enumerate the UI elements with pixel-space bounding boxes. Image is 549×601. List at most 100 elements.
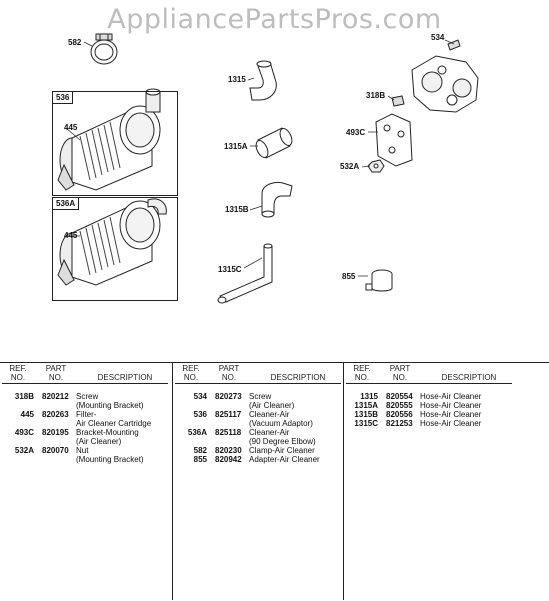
hose-1315B-drawing (261, 181, 293, 218)
header-part: PART (389, 364, 411, 373)
header-ref: REF. (182, 364, 200, 373)
callout-536: 536 (52, 91, 74, 104)
callout-534: 534 (431, 33, 445, 42)
part-number: 820273 (215, 392, 242, 401)
ref-number: 534 (193, 392, 207, 401)
header-part: PART (218, 364, 240, 373)
callout-318B: 318B (366, 91, 386, 100)
header-description: DESCRIPTION (97, 373, 153, 382)
header-ref: REF. (353, 364, 371, 373)
bracket-493C-drawing (375, 113, 413, 167)
ref-number: 855 (193, 455, 207, 464)
ref-number: 1315B (354, 410, 378, 419)
header-ref: REF. (9, 364, 27, 373)
part-number: 820230 (215, 446, 242, 455)
header-rule (2, 383, 168, 384)
callout-536A: 536A (52, 197, 80, 210)
table-row: 445 820263 Filter-Air Cleaner Cartridge (0, 410, 170, 428)
part-description: Hose-Air Cleaner (420, 419, 482, 428)
table-column-divider (343, 362, 344, 600)
carburetor-drawing (411, 39, 479, 113)
table-column-divider (172, 362, 173, 600)
air-cleaner-536A-drawing (57, 198, 167, 286)
header-rule (175, 383, 341, 384)
part-description-detail: (Vacuum Adaptor) (249, 419, 313, 428)
part-description-detail: (90 Degree Elbow) (249, 437, 316, 446)
callout-445-lower: 445 (64, 231, 78, 240)
part-description-detail: (Air Cleaner) (249, 401, 295, 410)
part-description-detail: Air Cleaner Cartridge (76, 419, 152, 428)
callout-855: 855 (342, 272, 356, 281)
ref-number: 1315A (354, 401, 378, 410)
table-row: 318B 820212 Screw(Mounting Bracket) (0, 392, 170, 410)
hose-1315-drawing (249, 61, 277, 101)
table-row: 1315 820554 Hose-Air Cleaner (344, 392, 514, 401)
ref-number: 1315C (354, 419, 378, 428)
nut-532A-drawing (367, 159, 385, 173)
part-description: Cleaner-Air (249, 428, 290, 437)
part-number: 820554 (386, 392, 413, 401)
ref-number: 318B (14, 392, 34, 401)
header-part: PART (45, 364, 67, 373)
part-number: 821253 (386, 419, 413, 428)
table-row: 536A 825118 Cleaner-Air(90 Degree Elbow) (173, 428, 343, 446)
header-rule (346, 383, 512, 384)
part-description: Screw (76, 392, 99, 401)
part-description: Adapter-Air Cleaner (249, 455, 320, 464)
assembly-box-536A (52, 197, 178, 301)
ref-number: 1315 (360, 392, 378, 401)
ref-number: 532A (14, 446, 34, 455)
part-description: Bracket-Mounting (76, 428, 139, 437)
header-part: NO. (48, 373, 64, 382)
part-description-detail: (Air Cleaner) (76, 437, 122, 446)
header-description: DESCRIPTION (270, 373, 326, 382)
callout-445-upper: 445 (64, 123, 78, 132)
header-ref: NO. (354, 373, 370, 382)
callout-493C: 493C (346, 128, 366, 137)
part-number: 820556 (386, 410, 413, 419)
parts-diagram (57, 33, 479, 304)
parts-table (0, 362, 549, 601)
part-number: 820555 (386, 401, 413, 410)
part-description: Hose-Air Cleaner (420, 401, 482, 410)
callout-1315: 1315 (228, 75, 246, 84)
part-number: 820263 (42, 410, 69, 419)
header-part: NO. (392, 373, 408, 382)
callout-1315B: 1315B (225, 205, 249, 214)
ref-number: 536 (193, 410, 207, 419)
hose-1315C-drawing (217, 243, 273, 304)
header-description: DESCRIPTION (441, 373, 497, 382)
part-description-detail: (Mounting Bracket) (76, 401, 144, 410)
callout-532A: 532A (340, 162, 360, 171)
table-row: 1315B 820556 Hose-Air Cleaner (344, 410, 514, 419)
part-number: 825118 (215, 428, 242, 437)
table-row: 1315A 820555 Hose-Air Cleaner (344, 401, 514, 410)
part-number: 825117 (215, 410, 242, 419)
ref-number: 445 (20, 410, 34, 419)
watermark: AppliancePartsPros.com (107, 4, 442, 35)
part-description: Hose-Air Cleaner (420, 410, 482, 419)
table-row: 1315C 821253 Hose-Air Cleaner (344, 419, 514, 428)
screw-318B-drawing (391, 95, 405, 107)
part-description: Cleaner-Air (249, 410, 290, 419)
ref-number: 536A (187, 428, 207, 437)
clamp-582-drawing (90, 33, 118, 65)
header-part: NO. (221, 373, 237, 382)
part-number: 820212 (42, 392, 69, 401)
header-ref: NO. (10, 373, 26, 382)
part-number: 820942 (215, 455, 242, 464)
part-description: Filter- (76, 410, 97, 419)
air-cleaner-536-drawing (57, 88, 161, 191)
table-row: 855 820942 Adapter-Air Cleaner (173, 455, 343, 464)
part-description: Hose-Air Cleaner (420, 392, 482, 401)
ref-number: 582 (193, 446, 207, 455)
adapter-855-drawing (365, 269, 393, 292)
callout-582: 582 (68, 38, 82, 47)
table-row: 536 825117 Cleaner-Air(Vacuum Adaptor) (173, 410, 343, 428)
hose-1315A-drawing (255, 127, 293, 159)
part-description: Nut (76, 446, 89, 455)
